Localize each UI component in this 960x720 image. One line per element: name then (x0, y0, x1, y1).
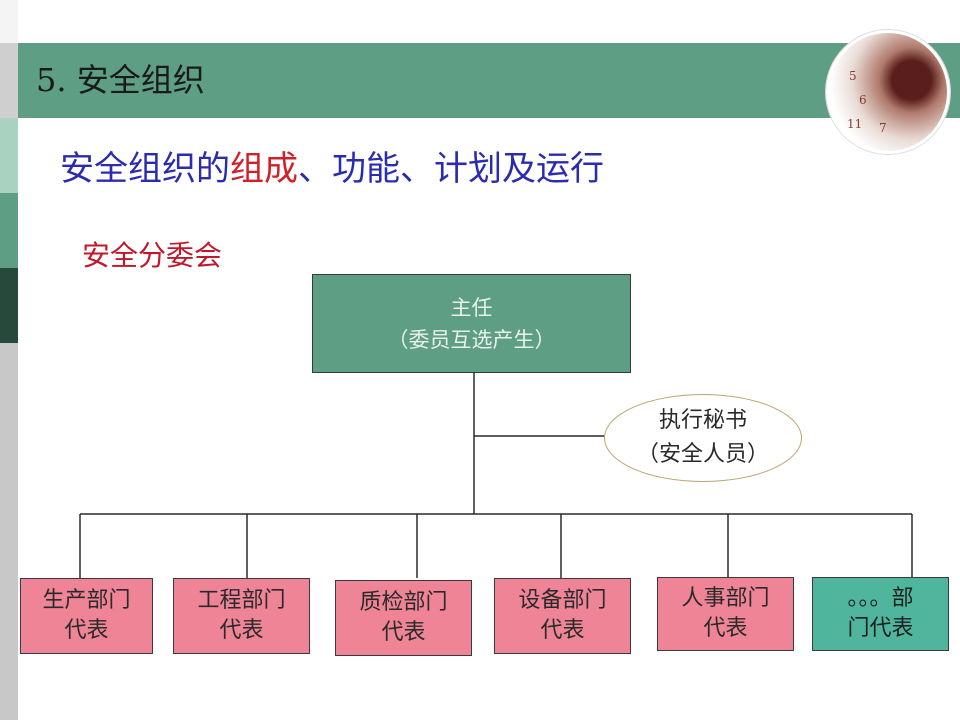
subtitle: 安全组织的组成、功能、计划及运行 (60, 146, 604, 192)
dept-box-hr: 人事部门 代表 (657, 577, 794, 651)
dept-box-engineering: 工程部门 代表 (173, 578, 310, 654)
dept-role: 代表 (540, 618, 585, 643)
dept-name: 设备部门 (518, 588, 607, 613)
subtitle-part2: 、功能、计划及运行 (298, 149, 604, 189)
dept-name: 生产部门 (42, 588, 131, 613)
left-stripe-3 (0, 118, 18, 193)
logo-number: 5 (849, 69, 857, 83)
chairman-note: （委员互选产生） (387, 327, 556, 352)
logo-number: 11 (847, 117, 863, 131)
dept-box-quality: 质检部门 代表 (335, 580, 472, 656)
secretary-note: （安全人员） (636, 442, 769, 467)
dept-role: 代表 (703, 616, 748, 641)
left-stripe-5 (0, 268, 18, 343)
dept-name: 人事部门 (681, 586, 770, 611)
left-stripe-1 (0, 0, 18, 43)
slide-title: 5. 安全组织 (36, 61, 205, 99)
clock-hands-logo: 5 6 11 7 (826, 30, 950, 154)
secretary-title: 执行秘书 (658, 408, 747, 433)
dept-box-other: 。。。部 门代表 (812, 577, 949, 651)
left-stripe-6 (0, 343, 18, 720)
dept-role: 代表 (219, 618, 264, 643)
dept-role: 代表 (381, 620, 426, 645)
logo-number: 7 (879, 121, 887, 135)
subtitle-part1: 安全组织的 (60, 149, 230, 189)
dept-name: 质检部门 (359, 590, 448, 615)
subtitle-highlight: 组成 (230, 149, 298, 189)
dept-box-equipment: 设备部门 代表 (494, 578, 631, 654)
left-stripe-2 (0, 43, 18, 118)
left-stripe-4 (0, 193, 18, 268)
chairman-box: 主任 （委员互选产生） (312, 274, 631, 373)
secretary-oval: 执行秘书 （安全人员） (604, 394, 802, 482)
section-label: 安全分委会 (82, 239, 223, 272)
chairman-title: 主任 (450, 295, 493, 320)
logo-number: 6 (859, 93, 867, 107)
dept-name: 工程部门 (197, 588, 286, 613)
title-bar (18, 43, 960, 118)
dept-name: 。。。部 (847, 586, 914, 611)
dept-box-production: 生产部门 代表 (20, 578, 153, 654)
dept-role: 门代表 (847, 616, 914, 641)
dept-role: 代表 (64, 618, 109, 643)
